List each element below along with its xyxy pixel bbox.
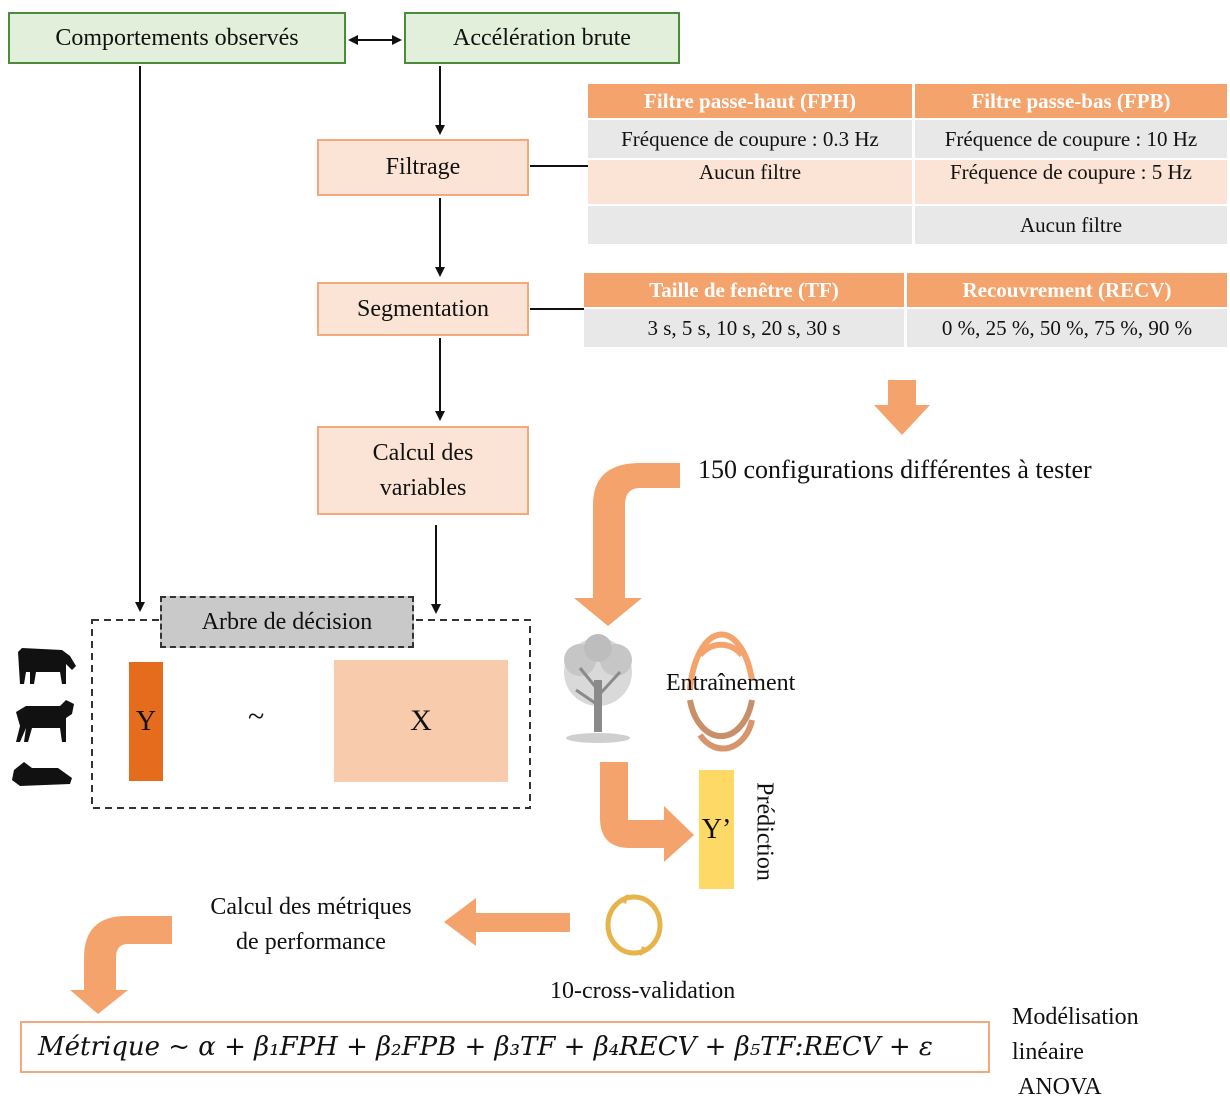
seg-table-header-recv: Recouvrement (RECV) (905, 273, 1230, 308)
anova-line2: linéaire (1012, 1039, 1084, 1065)
y-prime-label: Y’ (701, 813, 732, 845)
cow-standing-icon (18, 648, 76, 684)
seg-table-cell: 0 %, 25 %, 50 %, 75 %, 90 % (905, 307, 1230, 347)
seg-table-cell: 3 s, 5 s, 10 s, 20 s, 30 s (584, 307, 907, 347)
filtering-box: Filtrage (317, 139, 529, 196)
variables-label-line1: Calcul des (372, 439, 474, 466)
training-cycle-icon (687, 631, 755, 752)
orange-curve-to-formula (70, 916, 172, 1014)
variables-box: Calcul des variables (317, 426, 529, 515)
segmentation-label: Segmentation (357, 295, 489, 322)
cross-validation-label: 10-cross-validation (550, 978, 736, 1004)
filter-table-header-lp: Filtre passe-bas (FPB) (913, 84, 1230, 119)
tilde-symbol: ~ (248, 700, 265, 733)
filter-table-cell: Aucun filtre (588, 158, 915, 205)
segmentation-table: Taille de fenêtre (TF) Recouvrement (REC… (584, 273, 1230, 347)
filter-table-header-hp: Filtre passe-haut (FPH) (588, 84, 915, 119)
filter-table-cell: Aucun filtre (913, 204, 1230, 244)
segmentation-box: Segmentation (317, 282, 529, 336)
filter-table-cell: Fréquence de coupure : 10 Hz (913, 118, 1230, 159)
filtering-label: Filtrage (385, 154, 461, 181)
cow-walking-icon (16, 700, 74, 742)
x-box: X (334, 660, 508, 782)
formula-text: Métrique ~ α + β₁FPH + β₂FPB + β₃TF + β₄… (38, 1032, 933, 1062)
y-prime-bar: Y’ (699, 770, 734, 889)
formula-box: Métrique ~ α + β₁FPH + β₂FPB + β₃TF + β₄… (20, 1021, 990, 1073)
metrics-line2: de performance (236, 929, 386, 955)
configs-text: 150 configurations différentes à tester (698, 455, 1092, 484)
tree-icon (564, 634, 632, 743)
orange-curve-to-tree (574, 463, 680, 626)
model-title: Arbre de décision (201, 608, 373, 635)
seg-table-header-tf: Taille de fenêtre (TF) (584, 273, 907, 308)
y-bar: Y (129, 662, 163, 781)
filter-table-cell (588, 204, 915, 244)
anova-line1: Modélisation (1012, 1004, 1139, 1030)
orange-curve-to-prediction (600, 762, 694, 862)
filter-table-cell: Fréquence de coupure : 5 Hz (913, 158, 1230, 205)
orange-down-arrow (874, 380, 930, 435)
observed-behaviors-box: Comportements observés (8, 12, 346, 64)
x-label: X (410, 704, 432, 737)
model-title-box: Arbre de décision (160, 596, 414, 648)
y-label: Y (135, 705, 157, 737)
raw-acceleration-box: Accélération brute (404, 12, 680, 64)
anova-line3: ANOVA (1018, 1074, 1102, 1100)
raw-acceleration-label: Accélération brute (453, 24, 631, 51)
observed-behaviors-label: Comportements observés (55, 24, 299, 51)
variables-label-line2: variables (379, 474, 467, 501)
filter-table: Filtre passe-haut (FPH) Filtre passe-bas… (588, 84, 1230, 244)
cross-validation-cycle-icon (605, 894, 663, 956)
orange-left-arrow (444, 898, 570, 946)
metrics-line1: Calcul des métriques (210, 894, 412, 920)
metrics-text: Calcul des métriques de performance (180, 890, 442, 960)
cow-lying-icon (12, 762, 72, 786)
anova-text: Modélisation linéaire ANOVA (1012, 1000, 1139, 1105)
prediction-label: Prédiction (751, 782, 778, 881)
training-label: Entraînement (666, 670, 796, 696)
filter-table-cell: Fréquence de coupure : 0.3 Hz (588, 118, 915, 159)
